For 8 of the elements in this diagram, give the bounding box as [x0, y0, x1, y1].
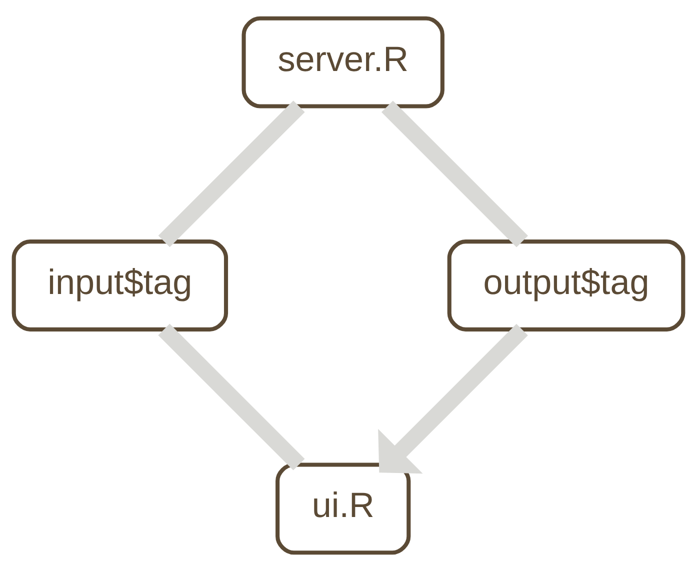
connector	[381, 100, 528, 248]
arrow	[378, 324, 528, 474]
node-box: input$tag	[12, 240, 228, 332]
node-box: server.R	[242, 16, 444, 108]
node-box: ui.R	[276, 462, 411, 555]
connector	[158, 100, 305, 248]
connector	[158, 324, 305, 470]
node-box: output$tag	[447, 240, 686, 332]
